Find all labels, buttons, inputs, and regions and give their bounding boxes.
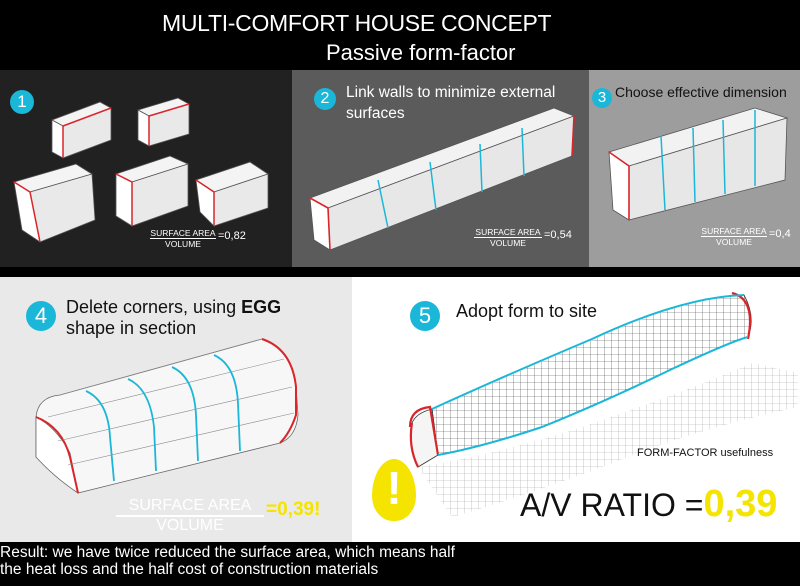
panel-4-caption: Delete corners, using EGG shape in secti… bbox=[66, 297, 282, 338]
fraction-numerator: SURFACE AREA bbox=[116, 497, 264, 517]
box-a bbox=[51, 101, 112, 159]
box-b bbox=[136, 97, 191, 147]
fraction-denominator: VOLUME bbox=[490, 238, 526, 248]
step-number-1: 1 bbox=[10, 90, 34, 114]
fraction-denominator: VOLUME bbox=[716, 237, 752, 247]
ratio-fraction: SURFACE AREA VOLUME bbox=[474, 227, 542, 248]
form-factor-note: FORM-FACTOR usefulness bbox=[637, 447, 774, 459]
result-text: Result: we have twice reduced the surfac… bbox=[0, 544, 455, 578]
panel-3-caption: Choose effective dimension bbox=[615, 84, 787, 100]
boxes-illustration bbox=[13, 97, 269, 243]
fraction-numerator: SURFACE AREA bbox=[150, 228, 216, 239]
ratio-value: =0,39! bbox=[266, 499, 321, 520]
box-d bbox=[114, 155, 190, 227]
step-number-4: 4 bbox=[26, 301, 56, 331]
panel-3: 3 Choose effective dimension SURFACE ARE… bbox=[589, 70, 800, 267]
panel-1: 1 bbox=[0, 70, 292, 267]
ratio-value: =0,4 bbox=[769, 228, 791, 240]
ratio-value: =0,82 bbox=[218, 230, 246, 242]
panel-5: 5 Adopt form to site ! FORM-FACTOR usefu… bbox=[352, 277, 800, 542]
panel-2: 2 Link walls to minimize external surfac… bbox=[292, 70, 589, 267]
header: MULTI-COMFORT HOUSE CONCEPT Passive form… bbox=[0, 0, 800, 70]
ratio-value: =0,54 bbox=[544, 229, 572, 241]
box-c bbox=[13, 163, 96, 243]
av-ratio: A/V RATIO =0,39 bbox=[520, 483, 777, 526]
fraction-denominator: VOLUME bbox=[156, 517, 224, 534]
step-number-3: 3 bbox=[592, 88, 612, 108]
step-number-5: 5 bbox=[410, 301, 440, 331]
fraction-denominator: VOLUME bbox=[165, 239, 201, 249]
ratio-fraction: SURFACE AREA VOLUME bbox=[116, 497, 264, 535]
panel-4: 4 Delete corners, using EGG shape in sec… bbox=[0, 277, 352, 542]
ratio-fraction: SURFACE AREA VOLUME bbox=[150, 228, 216, 249]
effective-block-illustration bbox=[608, 107, 789, 221]
linked-block-illustration bbox=[309, 107, 576, 251]
egg-block-illustration bbox=[35, 338, 299, 494]
fraction-numerator: SURFACE AREA bbox=[474, 227, 542, 238]
ratio-fraction: SURFACE AREA VOLUME bbox=[701, 226, 767, 247]
fraction-numerator: SURFACE AREA bbox=[701, 226, 767, 237]
step-number-2: 2 bbox=[314, 88, 336, 110]
panel-2-caption: Link walls to minimize external surfaces bbox=[346, 84, 556, 122]
av-ratio-value: 0,39 bbox=[703, 483, 778, 525]
warning-egg-icon: ! bbox=[372, 459, 416, 521]
panel-5-caption: Adopt form to site bbox=[456, 301, 598, 321]
curved-building-illustration bbox=[408, 291, 798, 517]
box-e bbox=[195, 161, 269, 227]
av-ratio-label: A/V RATIO = bbox=[520, 487, 704, 523]
page-title: MULTI-COMFORT HOUSE CONCEPT bbox=[162, 10, 552, 36]
page-subtitle: Passive form-factor bbox=[326, 40, 516, 65]
